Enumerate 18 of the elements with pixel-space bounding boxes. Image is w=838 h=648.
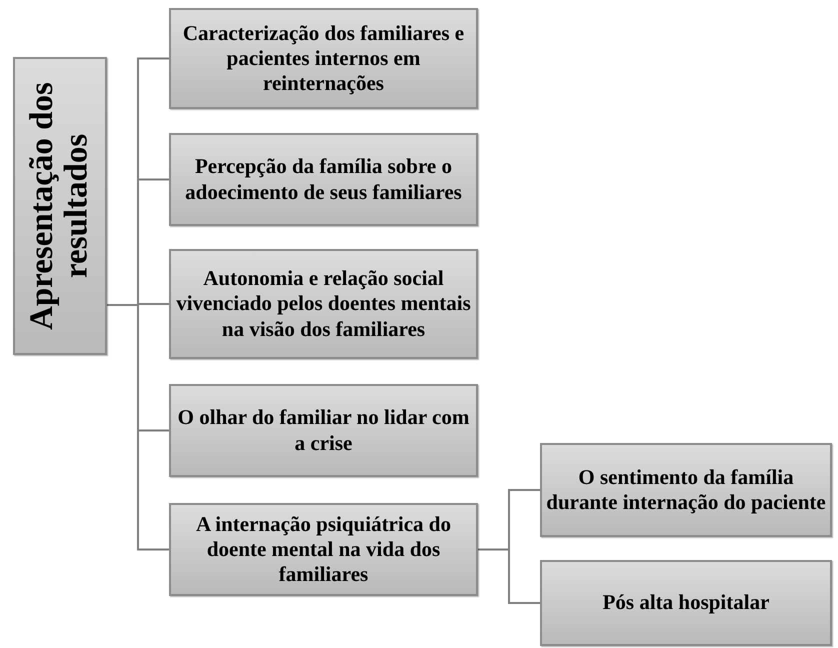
connector-line bbox=[478, 548, 540, 604]
topic-text: A internação psiquiátrica do doente mental na vida dos familiares bbox=[195, 512, 452, 588]
root-box bbox=[13, 57, 107, 355]
topic-box bbox=[169, 249, 478, 359]
topic-text: Autonomia e relação social vivenciado pelos doentes mentais na visão dos familiares bbox=[175, 266, 472, 342]
connector-line bbox=[107, 304, 169, 550]
topic-box bbox=[169, 8, 478, 109]
topic-box bbox=[169, 133, 478, 226]
root-title: Apresentação dos resultados bbox=[25, 81, 95, 332]
topic-text: Pós alta hospitalar bbox=[602, 590, 770, 616]
topic-text: O sentimento da família durante internação do paciente bbox=[545, 464, 827, 516]
topic-box bbox=[540, 443, 832, 537]
topic-box bbox=[169, 503, 478, 596]
topic-text: Percepção da família sobre o adoecimento de seus familiares bbox=[184, 154, 463, 205]
topic-box bbox=[540, 560, 832, 646]
topic-box bbox=[169, 384, 478, 477]
topic-text: O olhar do familiar no lidar com a crise bbox=[176, 405, 470, 456]
topic-text: Caracterização dos familiares e pacientes internos em reinternações bbox=[182, 20, 466, 96]
